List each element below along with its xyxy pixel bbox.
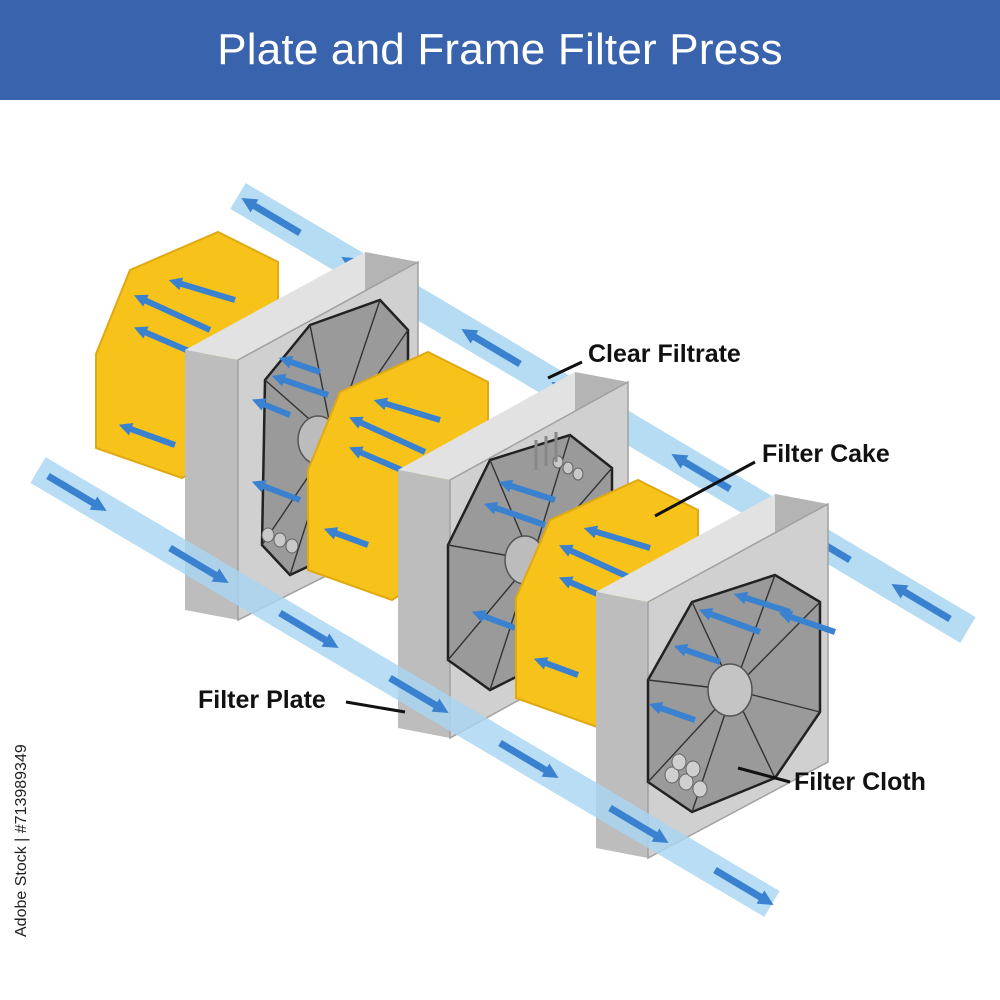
pipe-flow-arrows-bottom bbox=[46, 472, 774, 905]
title-bar: Plate and Frame Filter Press bbox=[0, 0, 1000, 100]
stock-id-watermark: Adobe Stock | #713989349 bbox=[13, 744, 30, 937]
callout-leaders bbox=[345, 360, 791, 784]
label-clear-filtrate: Clear Filtrate bbox=[588, 340, 741, 368]
label-filter-plate: Filter Plate bbox=[198, 686, 326, 714]
label-filter-cake: Filter Cake bbox=[762, 440, 890, 468]
page-title: Plate and Frame Filter Press bbox=[217, 25, 783, 74]
filter-plate-3 bbox=[596, 494, 836, 860]
feed-pipe bbox=[30, 457, 780, 917]
label-filter-cloth: Filter Cloth bbox=[794, 768, 926, 796]
